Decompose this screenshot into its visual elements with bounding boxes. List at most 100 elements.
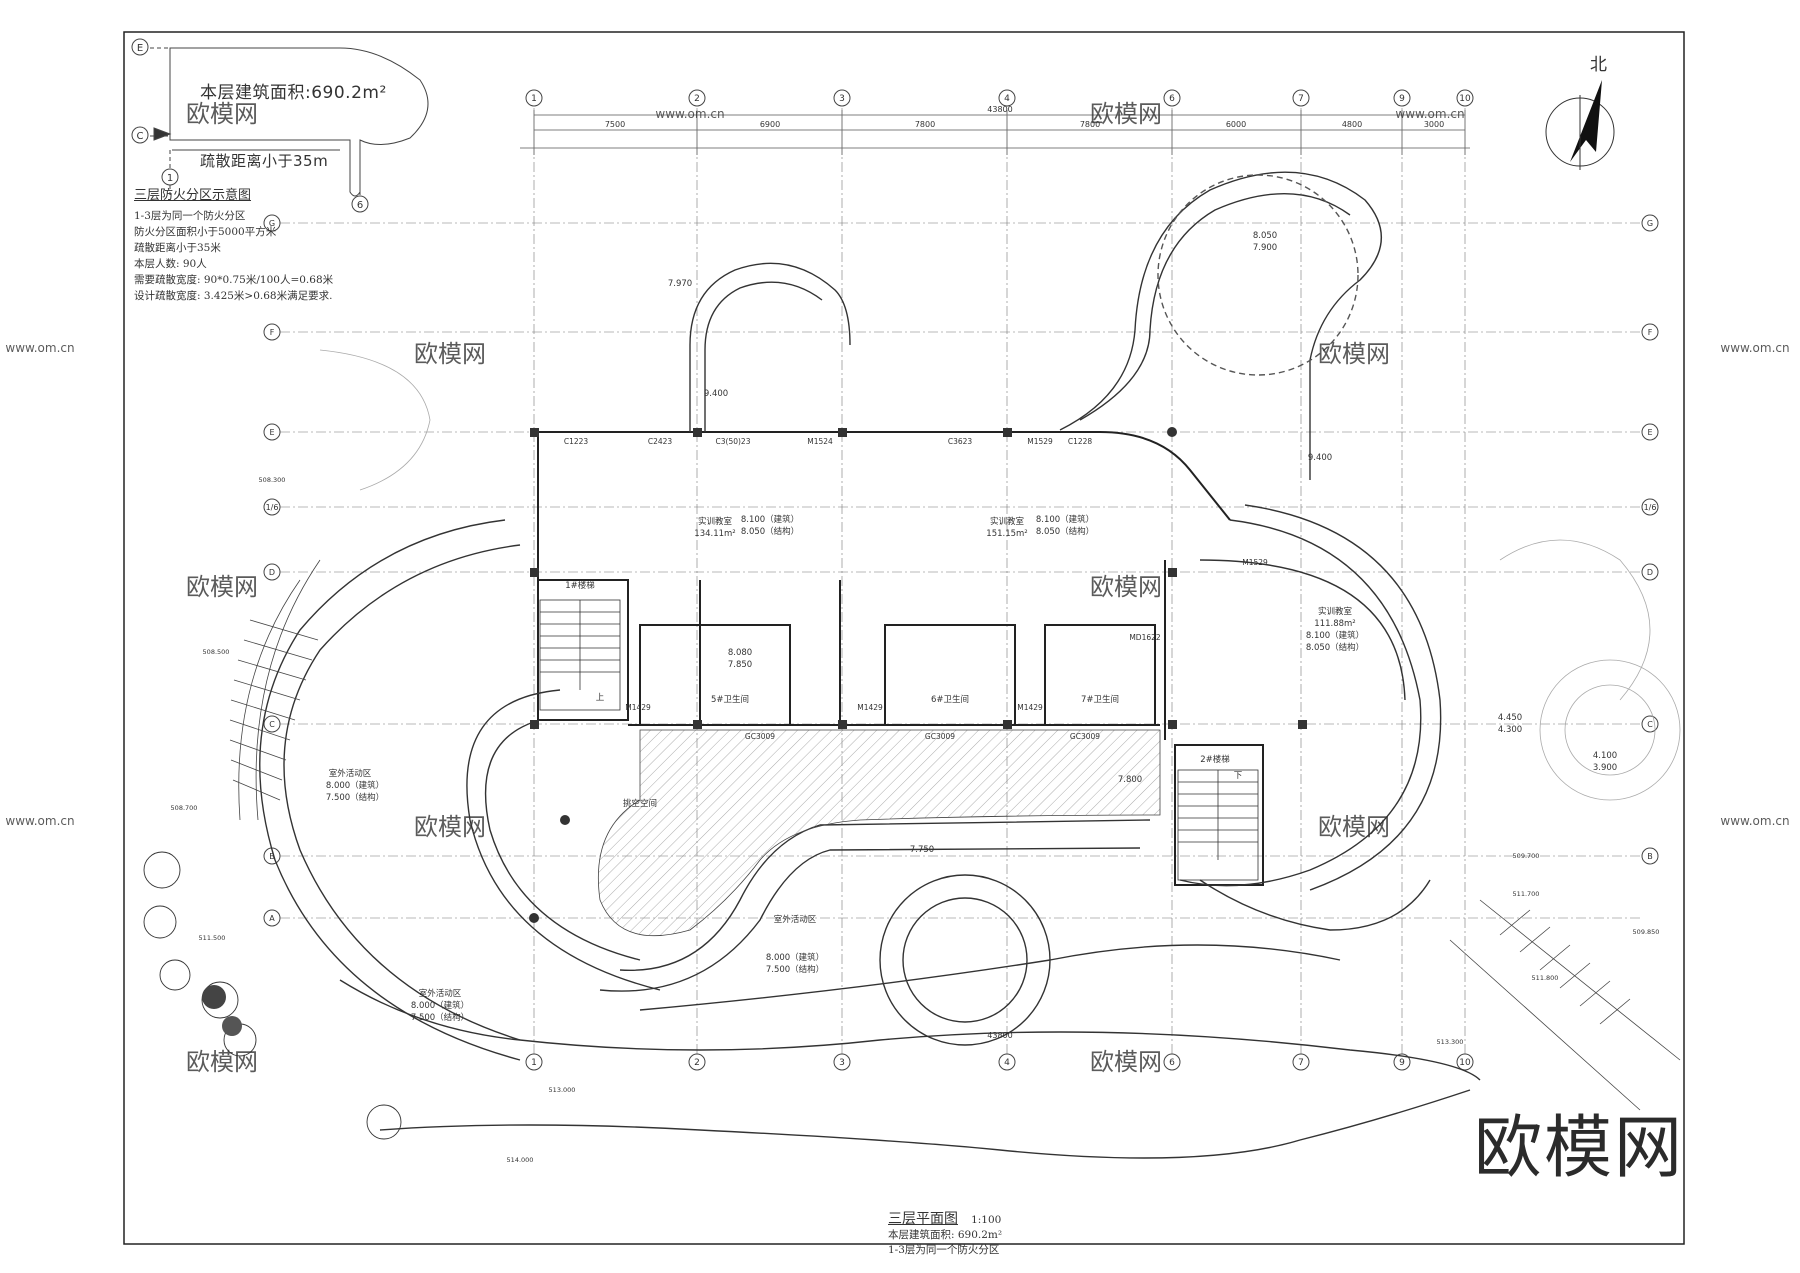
dim-2-3: 6900 [760,120,780,129]
fire-zone-line-2: 防火分区面积小于5000平方米 [134,226,277,238]
watermark-brand-2: 欧模网 [1090,100,1162,128]
building-walls [537,431,1264,886]
level-7850: 7.850 [728,660,752,670]
axis-left-f: F [270,328,275,337]
room-name-5: 室外活动区 [419,988,462,999]
landscape-arcs [319,349,1681,801]
room-area-2: 151.15m² [986,529,1027,539]
watermark-brand-10: 欧模网 [1090,1048,1162,1076]
level-7750: 7.750 [910,845,934,855]
grade-511800: 511.800 [1532,974,1559,982]
window-tag-gc3009-c: GC3009 [1070,732,1100,741]
grade-508500: 508.500 [203,648,230,656]
axis-bottom-7: 7 [1298,1058,1304,1068]
watermark-url-5: www.om.cn [5,814,74,828]
room-lv2-1: 8.050（结构） [741,526,799,537]
fire-zone-line-3: 疏散距离小于35米 [134,242,221,254]
door-tag-c1228: C1228 [1068,437,1093,446]
axis-right-b: B [1647,852,1653,861]
room-lv1-6: 8.000（建筑） [766,952,824,963]
grade-509700: 509.700 [1513,852,1540,860]
axis-top-9: 9 [1399,94,1405,104]
room-lv1-1: 8.100（建筑） [741,514,799,525]
window-tag-gc3009-b: GC3009 [925,732,955,741]
axis-top-4: 4 [1004,94,1010,104]
stair-2-label: 2#楼梯 [1200,754,1230,765]
axis-top-1: 1 [531,94,537,104]
dim-6-7: 6000 [1226,120,1246,129]
door-tag-m1429-c: M1429 [1017,703,1043,712]
fire-zone-line-6: 设计疏散宽度: 3.425米>0.68米满足要求. [134,290,333,302]
exterior-stair-right [1449,899,1681,1111]
axis-top-3: 3 [839,94,845,104]
axis-left-c: C [269,720,275,729]
inset-evac-label: 疏散距离小于35m [200,152,329,170]
atrium-label: 挑空空间 [623,798,657,809]
room-lv1-3: 8.100（建筑） [1306,630,1364,641]
level-7800: 7.800 [1118,775,1142,785]
door-tag-c3623: C3623 [948,437,973,446]
room-lv2-3: 8.050（结构） [1306,642,1364,653]
watermark-url-2: www.om.cn [1395,107,1464,121]
column-axis-bubbles [525,89,1474,1071]
fire-zone-notes: 三层防火分区示意图 1-3层为同一个防火分区 防火分区面积小于5000平方米 疏… [134,188,333,304]
plan-note-area: 本层建筑面积: 690.2m² [888,1229,1003,1241]
window-tag-gc3009-a: GC3009 [745,732,775,741]
grade-508300: 508.300 [259,476,286,484]
watermark-url-4: www.om.cn [1720,341,1789,355]
fire-zone-line-1: 1-3层为同一个防火分区 [134,210,246,222]
axis-top-10: 10 [1459,94,1471,104]
axis-left-a: A [269,914,275,923]
level-7900: 7.900 [1253,243,1277,253]
plan-note-fire-zone: 1-3层为同一个防火分区 [888,1244,1000,1256]
room-name-2: 实训教室 [990,516,1025,527]
door-tag-m1529-b: M1529 [1242,558,1268,567]
column-grid-lines [533,108,1466,1060]
room-lv2-5: 7.500（结构） [411,1012,469,1023]
axis-left-b: B [269,852,275,861]
inset-axis-c: C [137,131,144,142]
toilet-5: 5#卫生间 [711,694,749,705]
axis-left-d: D [269,568,275,577]
level-8080: 8.080 [728,648,752,658]
fire-zone-line-5: 需要疏散宽度: 90*0.75米/100人=0.68米 [134,274,334,286]
axis-right-d: D [1647,568,1653,577]
watermark-url-1: www.om.cn [655,107,724,121]
level-9400-b: 9.400 [1308,453,1332,463]
room-lv2-2: 8.050（结构） [1036,526,1094,537]
axis-right-f: F [1648,328,1653,337]
inset-axis-6: 6 [357,200,363,211]
axis-right-1-6: 1/6 [1644,503,1657,512]
atrium-void-hatch [597,729,1161,937]
door-tag-md1622: MD1622 [1129,633,1161,642]
room-name-4: 室外活动区 [329,768,372,779]
stair-1-label: 1#楼梯 [565,580,595,591]
plan-title: 三层平面图 [888,1211,958,1227]
room-name-1: 实训教室 [698,516,733,527]
dim-3-4: 7800 [915,120,935,129]
north-label: 北 [1590,55,1607,75]
stair-down-2: 下 [1234,771,1243,781]
door-tag-m1524: M1524 [807,437,833,446]
dim-7-9: 4800 [1342,120,1362,129]
door-tag-c2423: C2423 [648,437,673,446]
axis-right-c: C [1647,720,1653,729]
watermark-brand-8: 欧模网 [1318,813,1390,841]
dim-4-6: 7800 [1080,120,1100,129]
door-tag-m1429-a: M1429 [625,703,651,712]
door-tag-m1429-b: M1429 [857,703,883,712]
brand-watermark: 欧模网 [1474,1109,1685,1188]
axis-top-7: 7 [1298,94,1304,104]
grade-511500: 511.500 [199,934,226,942]
grade-508700: 508.700 [171,804,198,812]
room-lv2-6: 7.500（结构） [766,964,824,975]
door-tag-c3-50-23: C3(50)23 [716,437,751,446]
watermark-brand-5: 欧模网 [186,573,258,601]
axis-top-6: 6 [1169,94,1175,104]
watermark-brand-6: 欧模网 [1090,573,1162,601]
inset-axis-e: E [137,43,143,54]
room-lv2-4: 7.500（结构） [326,792,384,803]
level-4100: 4.100 [1593,751,1617,761]
plan-scale: 1:100 [971,1214,1002,1226]
